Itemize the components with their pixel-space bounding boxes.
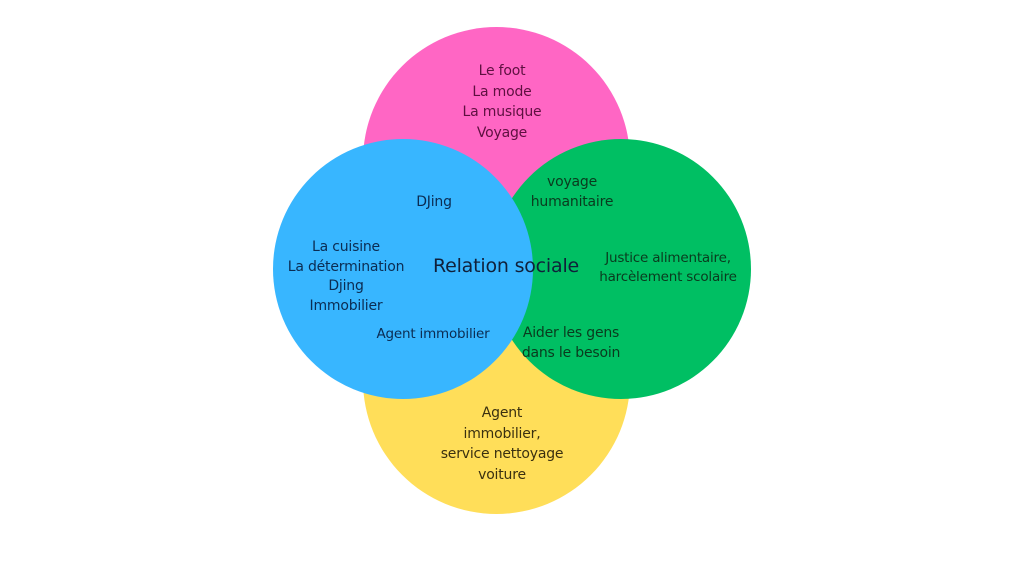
bottom-item: Agent <box>481 405 523 421</box>
right-circle-middle-items: Justice alimentaire, harcèlement scolair… <box>599 249 737 287</box>
bottom-circle-items: Agent immobilier, service nettoyage voit… <box>441 403 564 485</box>
left-circle-items: La cuisine La détermination Djing Immobi… <box>288 238 405 316</box>
right-item: voyage <box>546 174 598 190</box>
circle-green-right <box>491 139 751 399</box>
right-item: Justice alimentaire, <box>605 250 731 266</box>
left-item: DJing <box>416 194 452 210</box>
left-item: La cuisine <box>312 239 380 255</box>
right-circle-top-items: voyage humanitaire <box>531 173 614 212</box>
bottom-item: service nettoyage <box>440 446 564 462</box>
right-item: Aider les gens <box>522 325 620 341</box>
right-item: dans le besoin <box>521 345 621 361</box>
bottom-item: voiture <box>478 466 526 483</box>
right-circle-bottom-items: Aider les gens dans le besoin <box>521 323 621 363</box>
top-item: Voyage <box>476 124 528 141</box>
left-item: La détermination <box>287 258 405 275</box>
top-item: La musique <box>462 104 542 120</box>
circle-blue-left <box>273 139 533 399</box>
top-item: La mode <box>472 83 532 100</box>
left-item: Agent immobilier <box>376 326 490 342</box>
left-item: Djing <box>328 278 364 294</box>
top-item: Le foot <box>478 63 526 79</box>
left-circle-top-item: DJing <box>416 192 452 213</box>
left-item: Immobilier <box>309 297 383 314</box>
top-circle-items: Le foot La mode La musique Voyage <box>463 61 542 143</box>
left-circle-bottom-item: Agent immobilier <box>376 324 489 345</box>
right-item: humanitaire <box>530 193 614 210</box>
bottom-item: immobilier, <box>463 425 541 442</box>
center-label: Relation sociale <box>432 255 580 277</box>
right-item: harcèlement scolaire <box>599 269 737 285</box>
